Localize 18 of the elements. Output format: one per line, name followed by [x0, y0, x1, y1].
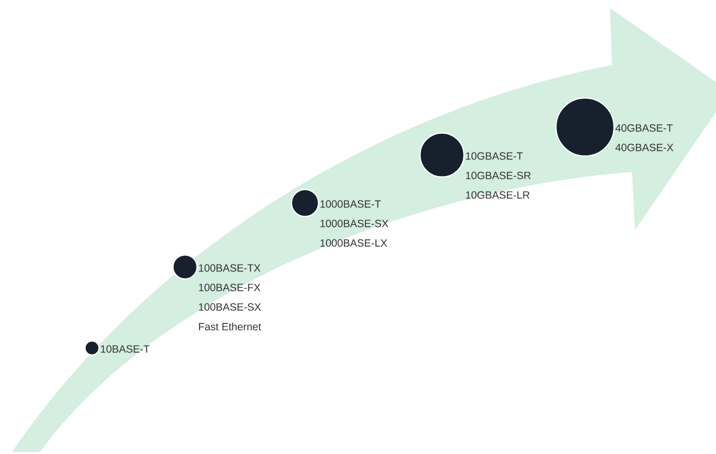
- standard-label: 10GBASE-T: [466, 152, 523, 160]
- standard-label: 1000BASE-T: [320, 200, 381, 208]
- standard-label: 10GBASE-LR: [466, 191, 530, 199]
- standard-label: 10GBASE-SR: [466, 172, 531, 180]
- standard-label: 100BASE-TX: [199, 264, 260, 272]
- standard-label: 100BASE-SX: [199, 303, 261, 311]
- milestone-dot: [84, 340, 100, 356]
- standard-label: 10BASE-T: [101, 345, 150, 353]
- standard-label: 1000BASE-LX: [320, 239, 388, 247]
- milestone-dot: [290, 188, 320, 218]
- standard-label: 100BASE-FX: [199, 284, 260, 292]
- milestone-dot: [172, 254, 198, 280]
- standard-label: 1000BASE-SX: [320, 220, 388, 228]
- standard-label: 40GBASE-X: [615, 144, 674, 152]
- standard-label: Fast Ethernet: [199, 322, 262, 330]
- milestone-dot: [419, 132, 465, 178]
- standard-label: 40GBASE-T: [615, 124, 673, 132]
- milestone-dot: [555, 97, 615, 157]
